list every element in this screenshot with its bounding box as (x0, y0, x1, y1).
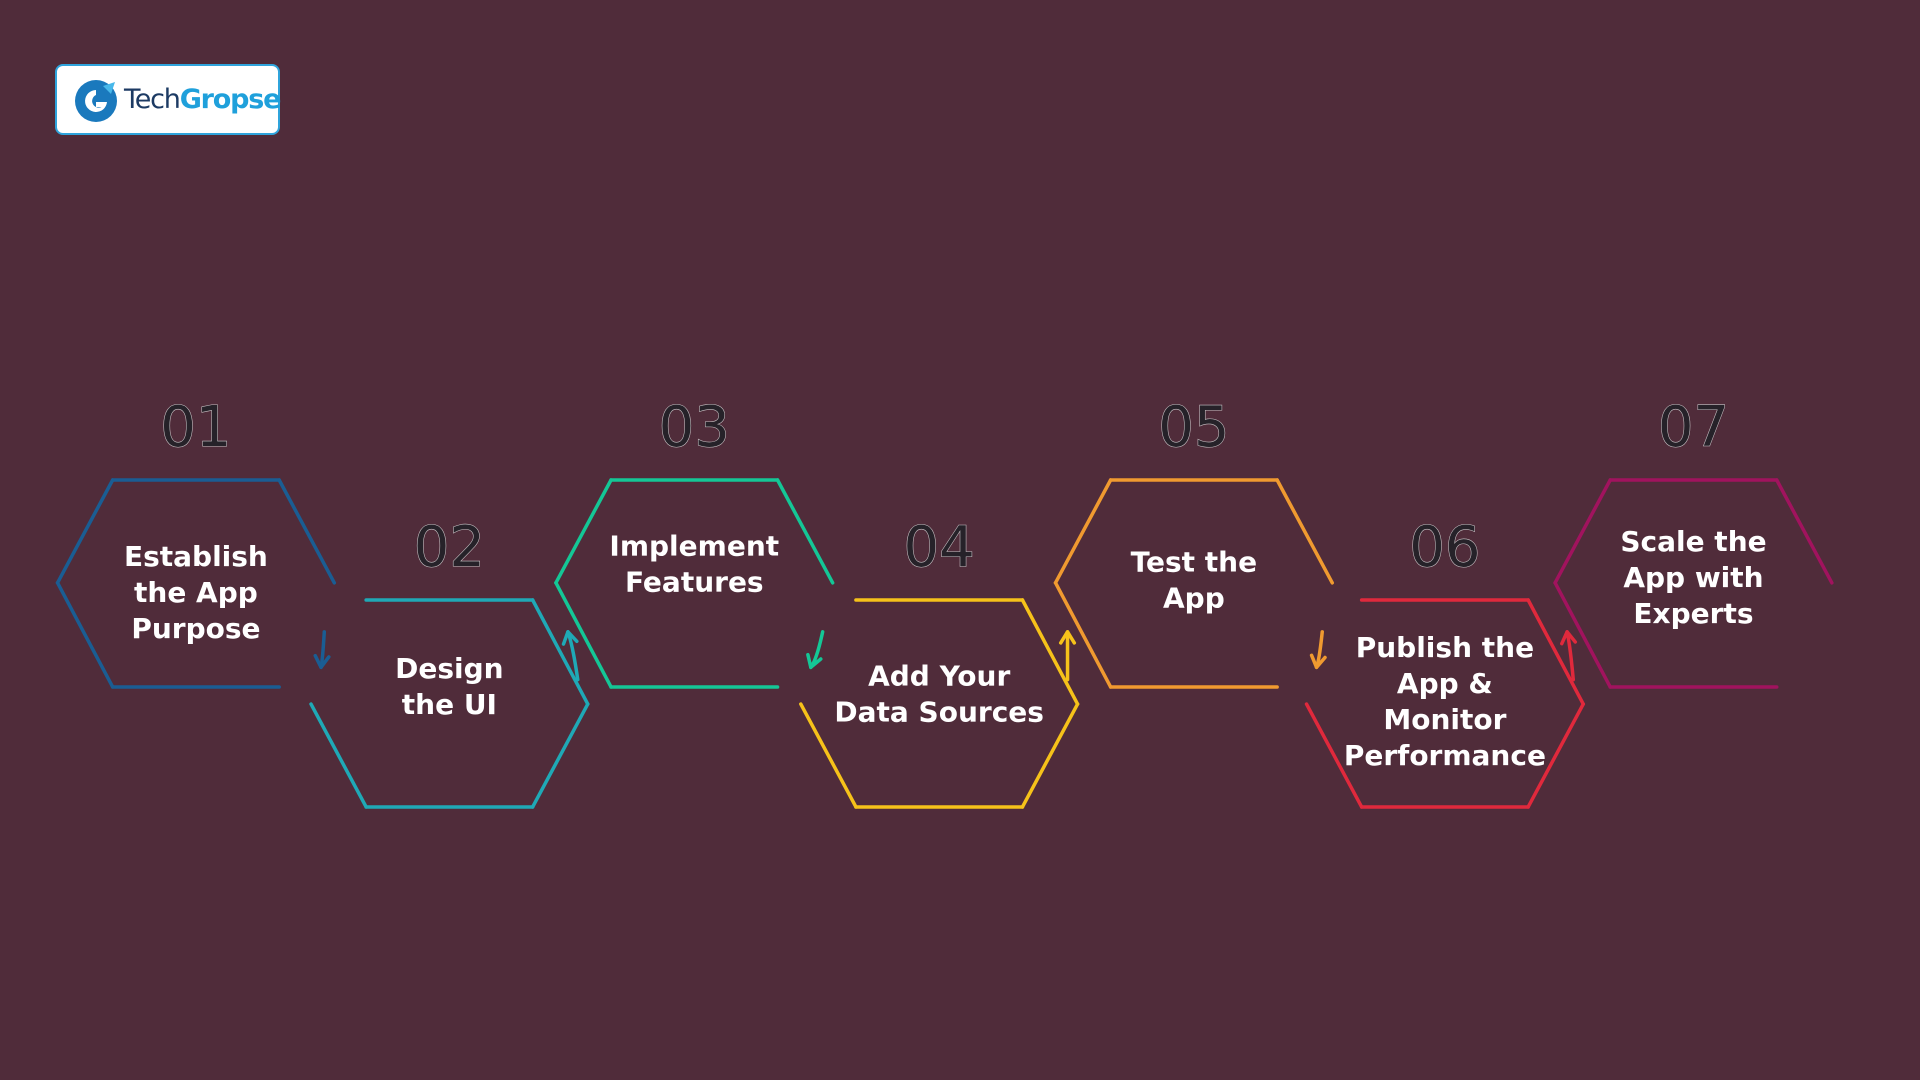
arrowhead-2 (313, 653, 331, 670)
step-4-label: Add Your (868, 660, 1010, 693)
step-6-label: Performance (1344, 739, 1546, 772)
logo-word-tech: Tech (124, 84, 181, 115)
step-1-hexagon (55, 478, 337, 689)
step-4-number: 04 (904, 515, 975, 580)
step-2-hexagon (309, 598, 590, 809)
step-7-hexagon (1553, 478, 1834, 689)
step-5-number: 05 (1158, 395, 1229, 460)
logo-wordmark: TechGropse (124, 81, 282, 119)
step-3-label: Features (625, 566, 764, 599)
step-5-edge (1275, 478, 1334, 585)
step-6-hexagon (1304, 598, 1586, 809)
step-5-hexagon (1053, 478, 1334, 689)
step-5-edge (1053, 478, 1113, 585)
step-6-edge (1526, 598, 1586, 706)
arrowhead-6 (1309, 653, 1327, 670)
step-6-edge (1526, 702, 1586, 809)
step-7-edge (1553, 581, 1612, 689)
step-7-number: 07 (1658, 395, 1729, 460)
step-1-label: the App (134, 576, 258, 609)
step-5-label: Test the (1131, 546, 1257, 579)
step-7-edge (1553, 478, 1612, 585)
step-2-label: the UI (402, 688, 497, 721)
step-7-label: Experts (1633, 597, 1753, 630)
arrowhead-4 (806, 652, 823, 670)
step-4-edge (799, 702, 858, 809)
step-4-label: Data Sources (834, 696, 1044, 729)
step-2-label: Design (395, 652, 503, 685)
step-3-hexagon (554, 478, 835, 689)
step-1-number: 01 (160, 395, 231, 460)
step-1-edge (55, 581, 115, 689)
arrowhead-3 (561, 630, 579, 646)
step-1-label: Purpose (131, 612, 260, 645)
step-7-label: Scale the (1620, 525, 1766, 558)
arrowhead-7 (1560, 630, 1578, 646)
step-4-hexagon (799, 598, 1080, 809)
step-3-edge (775, 478, 835, 585)
step-6-number: 06 (1409, 515, 1480, 580)
step-6-label: App & (1397, 667, 1493, 700)
step-2-edge (530, 598, 590, 706)
step-1-edge (55, 478, 115, 585)
step-7-edge (1774, 478, 1834, 585)
step-1-edge (277, 478, 337, 585)
step-3-number: 03 (659, 395, 730, 460)
step-2-number: 02 (414, 515, 485, 580)
step-3-edge (554, 581, 613, 689)
step-6-edge (1304, 702, 1364, 809)
step-3-label: Implement (609, 530, 779, 563)
step-6-label: Monitor (1383, 703, 1506, 736)
step-4-edge (1020, 598, 1080, 706)
g-logo-icon (75, 80, 117, 122)
step-1-label: Establish (124, 540, 268, 573)
step-7-label: App with (1623, 561, 1763, 594)
step-6-label: Publish the (1356, 631, 1534, 664)
step-5-label: App (1163, 582, 1225, 615)
step-2-edge (309, 702, 368, 809)
logo-word-gropse: Gropse (179, 84, 282, 115)
arrowhead-5 (1058, 630, 1077, 645)
step-3-edge (554, 478, 613, 585)
step-2-edge (530, 702, 590, 809)
step-4-edge (1020, 702, 1080, 809)
step-5-edge (1053, 581, 1113, 689)
logo: TechGropse (55, 64, 282, 135)
